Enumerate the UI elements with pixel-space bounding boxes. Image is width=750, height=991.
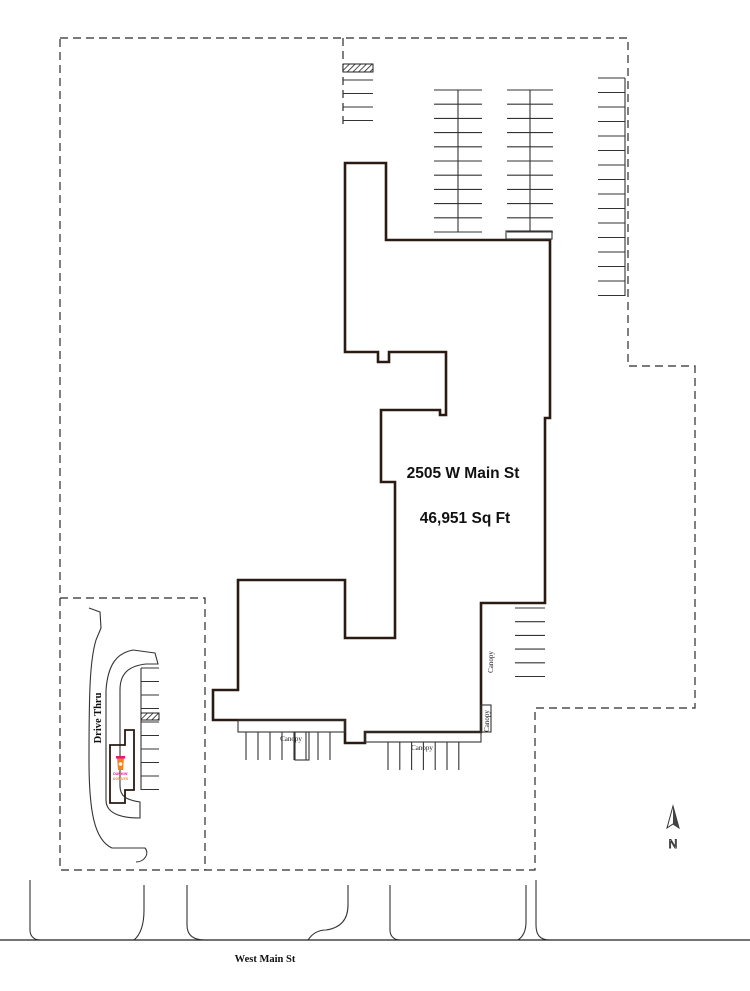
- parking-bumper: [505, 230, 553, 240]
- logo-dunkin: DUNKIN': [113, 772, 128, 776]
- canopy-east-upper-label: Canopy: [487, 651, 495, 673]
- curb-center-right: [389, 885, 527, 941]
- building-area: 46,951 Sq Ft: [420, 510, 510, 527]
- building-footprint: [211, 161, 552, 745]
- canopy-east-lower-label: Canopy: [483, 710, 491, 732]
- north-arrow-icon: [666, 804, 680, 830]
- drive-thru-label: Drive Thru: [93, 692, 104, 743]
- dunkin-cup-icon: [116, 756, 125, 770]
- hatched-stall-icon: [140, 712, 160, 721]
- curb-center: [186, 885, 349, 941]
- parking-stalls: [140, 77, 626, 791]
- canopy-west-post: [294, 731, 310, 761]
- building-address: 2505 W Main St: [407, 465, 520, 482]
- drive-thru-lane: [88, 607, 148, 863]
- street-name: West Main St: [235, 954, 296, 965]
- drive-thru-island: [105, 649, 159, 819]
- property-boundary: [59, 37, 696, 871]
- hatched-stall-icon: [342, 63, 374, 73]
- logo-donuts: DONUTS: [113, 777, 129, 781]
- outparcel-boundary: [59, 598, 205, 871]
- canopy-east-lower: [480, 704, 492, 733]
- canopy-south: [364, 731, 482, 743]
- curb-left: [29, 880, 145, 941]
- outparcel-building: [109, 729, 135, 804]
- canopy-west-label: Canopy: [280, 735, 302, 743]
- north-label: N: [669, 837, 678, 851]
- canopy-west: [237, 719, 346, 733]
- curb-right: [535, 880, 710, 941]
- canopy-south-label: Canopy: [411, 744, 433, 752]
